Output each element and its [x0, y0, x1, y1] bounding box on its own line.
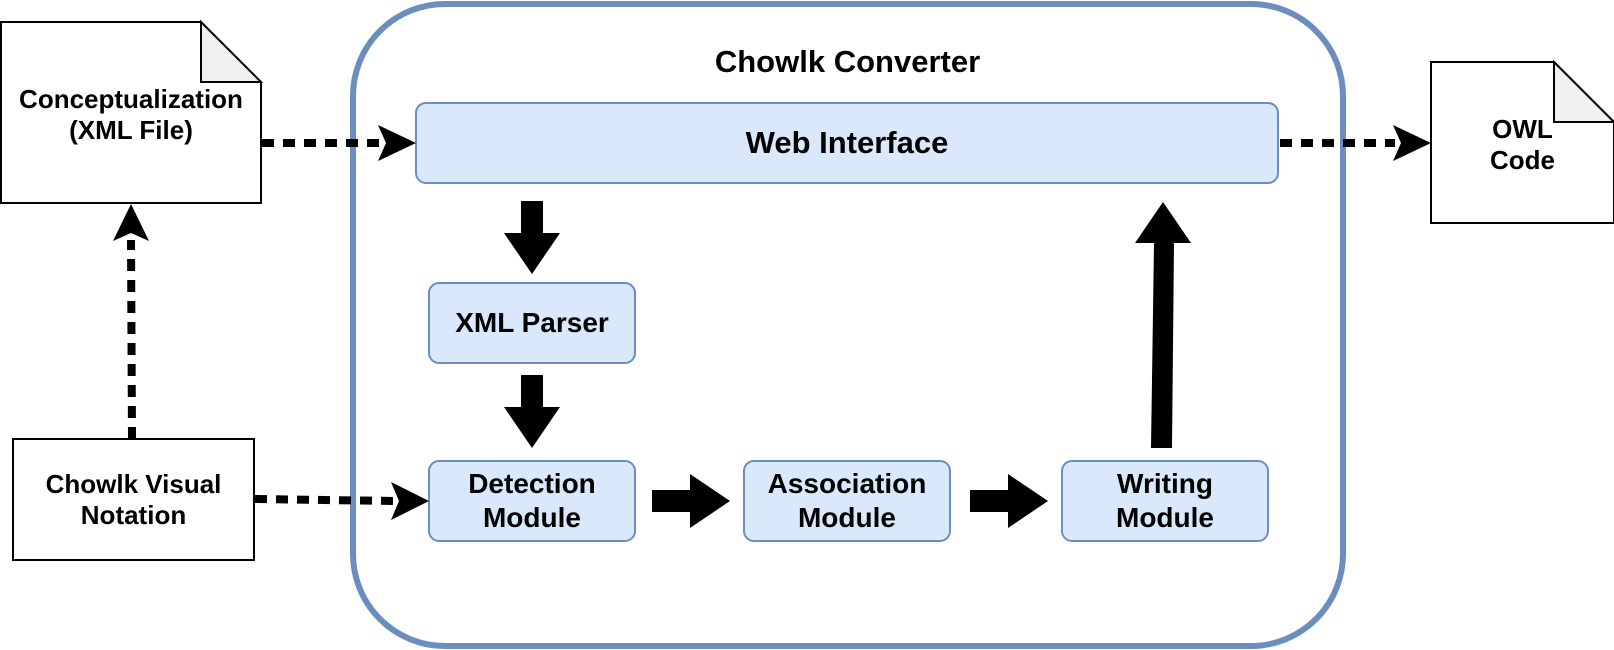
conceptualization-document-shape: [0, 21, 262, 204]
visual-notation-box: [12, 438, 255, 561]
arrow-visual-notation-to-conceptualization: [127, 239, 136, 440]
block-arrow-parser-to-detection: [504, 375, 560, 448]
arrowhead-web-interface-in: [378, 125, 416, 161]
owl-code-fold: [1553, 59, 1614, 123]
block-arrow-writing-to-web: [1135, 202, 1191, 448]
arrowhead-conceptualization-in: [113, 204, 149, 241]
owl-code-document-shape: [1430, 61, 1614, 224]
arrowhead-detection-in: [391, 482, 429, 520]
association-module-box: [743, 460, 951, 542]
arrowhead-owl-code-in: [1393, 125, 1431, 161]
block-arrow-detection-to-association: [652, 474, 730, 528]
detection-module-box: [428, 460, 636, 542]
block-arrow-web-to-parser: [504, 201, 560, 274]
block-arrow-association-to-writing: [970, 474, 1048, 528]
writing-module-box: [1061, 460, 1269, 542]
web-interface-box: [415, 102, 1279, 184]
conceptualization-fold: [200, 19, 264, 83]
xml-parser-box: [428, 282, 636, 364]
arrow-visual-notation-to-detection: [254, 495, 396, 505]
